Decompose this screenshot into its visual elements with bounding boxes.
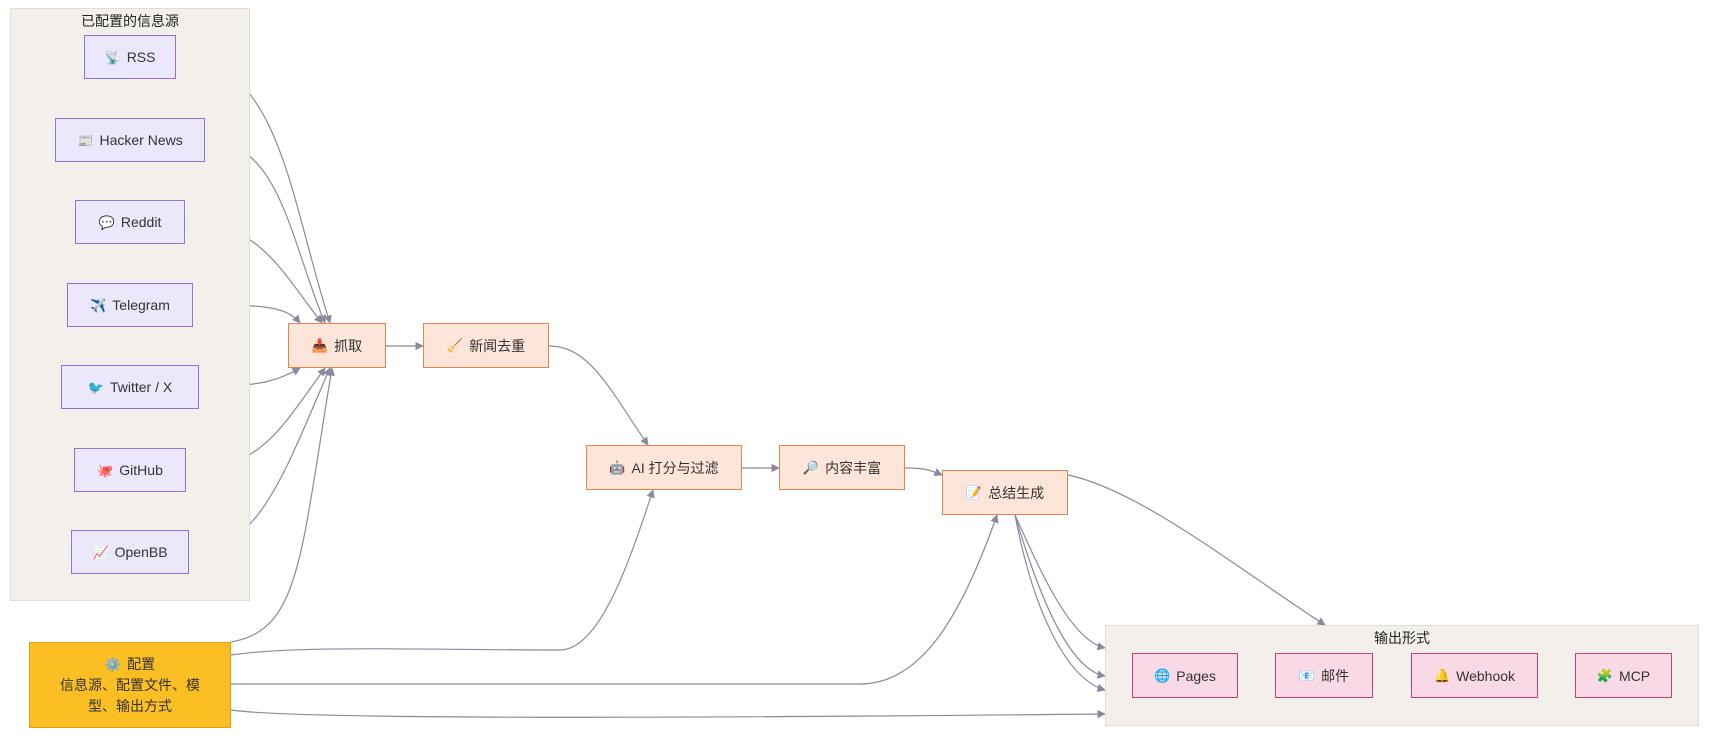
satellite-icon: 📡 [104, 49, 121, 65]
speech-bubble-icon: 💬 [98, 214, 115, 230]
gear-icon: ⚙️ [104, 656, 122, 672]
bird-icon: 🐦 [87, 379, 104, 395]
broom-icon: 🧹 [446, 338, 464, 353]
newspaper-icon: 📰 [77, 132, 94, 148]
bell-icon: 🔔 [1433, 668, 1451, 683]
edge-summary-out-a [1014, 514, 1106, 651]
output-email[interactable]: 📧 邮件 [1275, 653, 1373, 698]
config-label: 配置 [127, 655, 156, 672]
airplane-icon: ✈️ [90, 297, 107, 313]
source-twitter-label: Twitter / X [109, 379, 173, 395]
edge-config-summary [231, 514, 999, 685]
source-hacker-news[interactable]: 📰 Hacker News [55, 118, 205, 162]
fetch-label: 抓取 [334, 337, 363, 354]
output-email-label: 邮件 [1321, 667, 1350, 684]
dedup-node[interactable]: 🧹 新闻去重 [423, 323, 549, 368]
source-twitter[interactable]: 🐦 Twitter / X [61, 365, 199, 409]
edge-enrich-summary [904, 467, 943, 476]
globe-icon: 🌐 [1154, 668, 1171, 683]
sources-cluster-title: 已配置的信息源 [81, 13, 179, 29]
robot-icon: 🤖 [609, 460, 626, 475]
source-reddit-label: Reddit [120, 214, 162, 230]
edge-summary-out-c [1014, 514, 1106, 692]
enrich-label: 内容丰富 [825, 459, 882, 476]
octopus-icon: 🐙 [97, 462, 114, 478]
source-openbb[interactable]: 📈 OpenBB [71, 530, 189, 574]
magnifier-icon: 🔎 [802, 460, 820, 475]
chart-icon: 📈 [92, 544, 109, 560]
edge-dedup-score [548, 345, 649, 446]
output-mcp-label: MCP [1619, 667, 1651, 684]
source-rss-label: RSS [126, 49, 156, 65]
fetch-node[interactable]: 📥 抓取 [288, 323, 386, 368]
score-node[interactable]: 🤖 AI 打分与过滤 [586, 445, 742, 490]
inbox-tray-icon: 📥 [311, 338, 329, 353]
puzzle-icon: 🧩 [1596, 668, 1614, 683]
score-label: AI 打分与过滤 [631, 459, 719, 476]
summary-node[interactable]: 📝 总结生成 [942, 470, 1068, 515]
outputs-cluster-title: 输出形式 [1374, 630, 1430, 646]
edge-summary-out-b [1014, 514, 1106, 679]
output-pages-label: Pages [1176, 667, 1216, 684]
enrich-node[interactable]: 🔎 内容丰富 [779, 445, 905, 490]
source-rss[interactable]: 📡 RSS [84, 35, 176, 79]
edge-config-fetch [230, 367, 335, 643]
edge-config-score [230, 489, 655, 656]
source-openbb-label: OpenBB [114, 544, 168, 560]
summary-label: 总结生成 [988, 484, 1045, 501]
output-webhook-label: Webhook [1456, 667, 1516, 684]
edge-summary-outputs [1067, 474, 1326, 626]
source-telegram[interactable]: ✈️ Telegram [67, 283, 193, 327]
memo-icon: 📝 [965, 485, 983, 500]
output-mcp[interactable]: 🧩 MCP [1575, 653, 1672, 698]
config-title-line: ⚙️ 配置 [105, 654, 155, 675]
config-detail-line2: 型、输出方式 [88, 697, 172, 714]
email-icon: 📧 [1298, 668, 1316, 683]
source-hacker-news-label: Hacker News [99, 132, 183, 148]
config-node[interactable]: ⚙️ 配置 信息源、配置文件、模 型、输出方式 [29, 642, 231, 728]
source-telegram-label: Telegram [112, 297, 170, 313]
output-webhook[interactable]: 🔔 Webhook [1411, 653, 1538, 698]
source-reddit[interactable]: 💬 Reddit [75, 200, 185, 244]
config-detail-line1: 信息源、配置文件、模 [60, 676, 200, 693]
source-github-label: GitHub [119, 462, 163, 478]
source-github[interactable]: 🐙 GitHub [74, 448, 186, 492]
output-pages[interactable]: 🌐 Pages [1132, 653, 1238, 698]
edge-config-outputs [230, 709, 1106, 719]
dedup-label: 新闻去重 [469, 337, 526, 354]
